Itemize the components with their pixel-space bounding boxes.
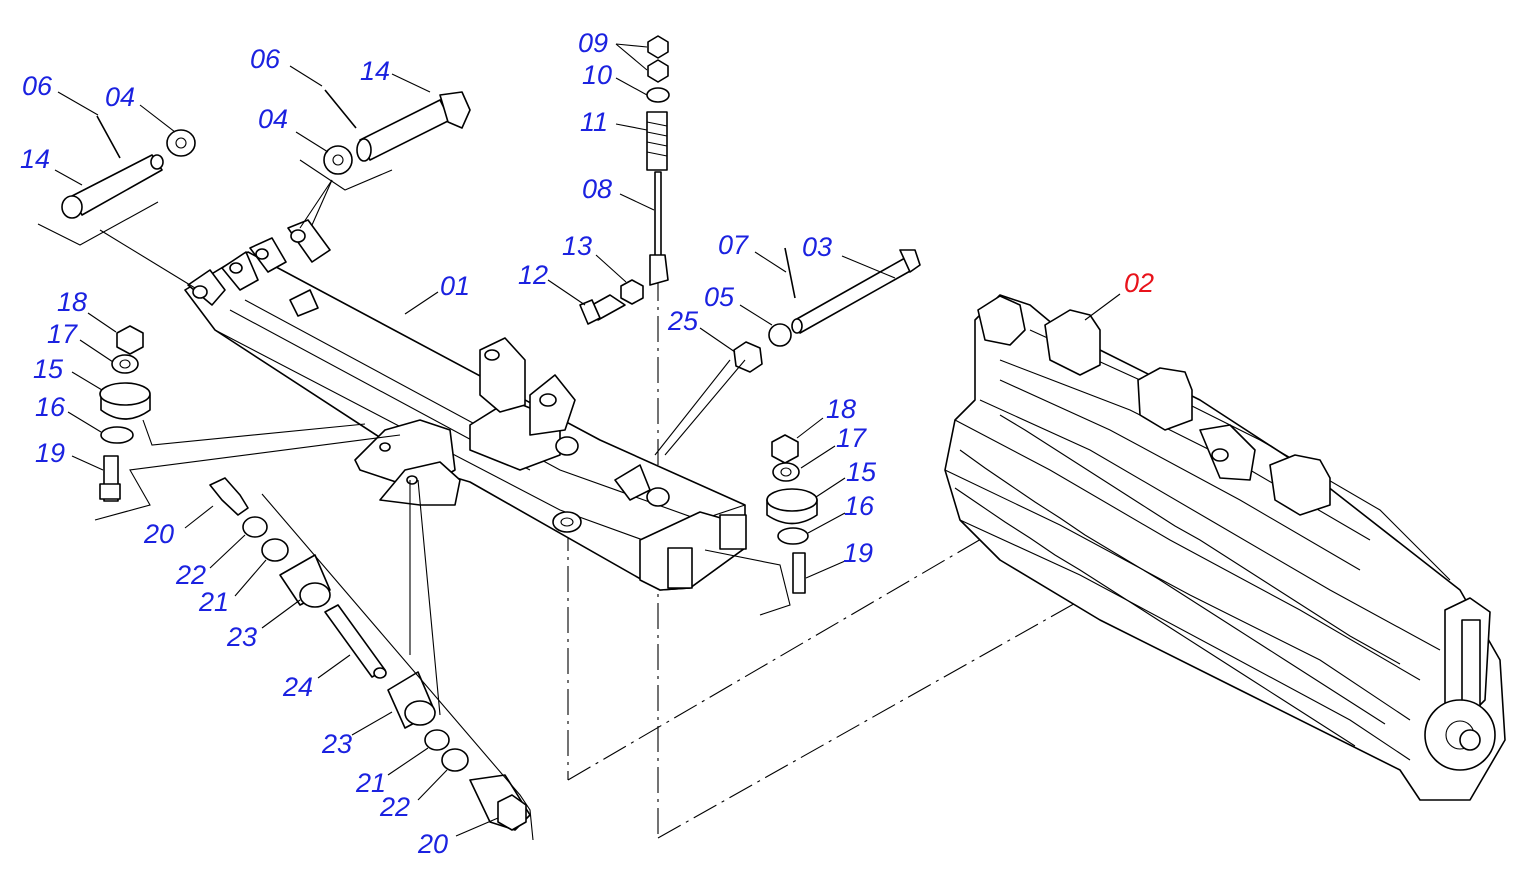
label-02: 02: [1124, 268, 1154, 298]
label-04-left: 04: [105, 82, 135, 112]
pin-14-left: [61, 154, 164, 219]
label-04-top: 04: [258, 104, 288, 134]
nut-13: [620, 279, 644, 305]
washer-04-top: [323, 145, 353, 175]
label-01: 01: [440, 271, 470, 301]
label-07: 07: [718, 230, 749, 260]
label-16-right: 16: [844, 491, 875, 521]
mount-stack-left: [99, 325, 151, 502]
label-10: 10: [582, 60, 612, 90]
label-18-left: 18: [57, 287, 87, 317]
pin-03: [791, 249, 921, 334]
tension-rod-stack: [646, 35, 670, 286]
label-11: 11: [580, 107, 608, 137]
label-21-top: 21: [198, 587, 229, 617]
label-14-left: 14: [20, 144, 50, 174]
mount-stack-right: [766, 434, 818, 594]
label-23-bottom: 23: [321, 729, 352, 759]
washer-05: [768, 323, 792, 347]
label-20-bottom: 20: [417, 829, 448, 859]
pin-14-top: [356, 91, 471, 162]
label-13: 13: [562, 231, 592, 261]
label-19-right: 19: [843, 538, 873, 568]
label-14-top: 14: [360, 56, 390, 86]
label-03: 03: [802, 232, 832, 262]
label-17-right: 17: [836, 423, 867, 453]
label-05: 05: [704, 282, 735, 312]
label-23-top: 23: [226, 622, 257, 652]
label-21-bottom: 21: [355, 768, 386, 798]
label-15-left: 15: [33, 354, 64, 384]
assembly-lines: [567, 275, 1096, 839]
main-frame-01: [184, 219, 747, 591]
label-18-right: 18: [826, 394, 856, 424]
label-12: 12: [518, 260, 548, 290]
tooth-row: [954, 414, 1401, 747]
washer-04-left: [166, 129, 196, 157]
label-09: 09: [578, 28, 608, 58]
label-25: 25: [667, 306, 699, 336]
cotter-06-top: [324, 89, 357, 129]
label-16-left: 16: [35, 392, 66, 422]
label-22-bottom: 22: [379, 792, 410, 822]
label-06-left: 06: [22, 71, 53, 101]
label-20-top: 20: [143, 519, 174, 549]
label-08: 08: [582, 174, 612, 204]
bolt-12: [579, 294, 626, 325]
label-15-right: 15: [846, 457, 877, 487]
label-22-top: 22: [175, 560, 206, 590]
label-06-top: 06: [250, 44, 281, 74]
label-19-left: 19: [35, 438, 65, 468]
cotter-07: [784, 247, 796, 299]
label-24: 24: [282, 672, 313, 702]
cotter-06-left: [96, 115, 121, 159]
label-17-left: 17: [47, 319, 78, 349]
leader-lines: [37, 43, 1121, 841]
assembly-02: [944, 294, 1506, 801]
callout-labels: 06 04 14 06 14 04 01 18 17 15 16 19 09 1…: [20, 28, 1154, 859]
bushing-chain: [209, 477, 531, 831]
